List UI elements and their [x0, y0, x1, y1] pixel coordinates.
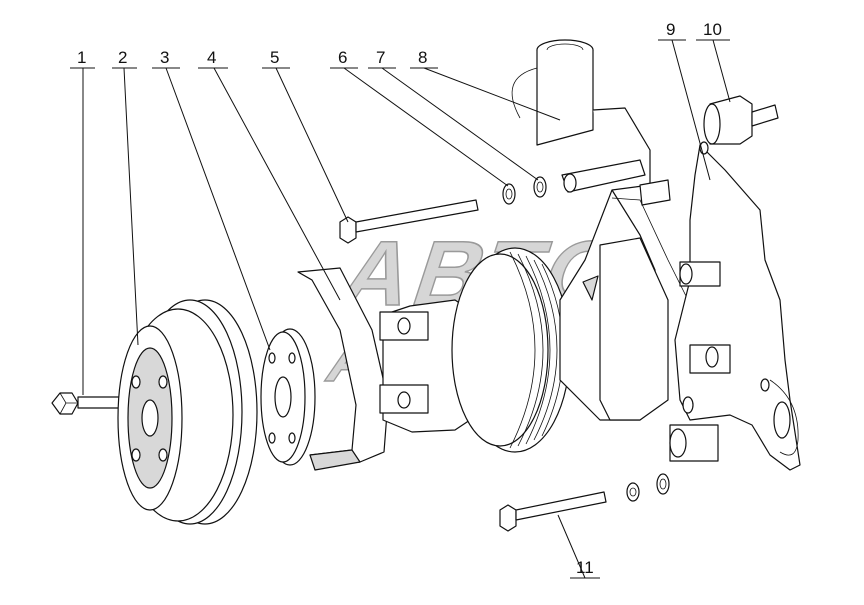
washer-lower-1 — [626, 482, 640, 502]
part-9-gasket — [669, 141, 801, 471]
part-11-bolt — [499, 491, 607, 532]
callout-5: 5 — [270, 48, 279, 67]
part-8-housing — [511, 39, 689, 421]
washer-lower-2 — [656, 473, 670, 495]
part-4-shroud — [297, 267, 389, 471]
part-10-fitting — [703, 95, 779, 145]
pump-pulley — [379, 247, 571, 453]
part-7-washer — [533, 176, 547, 198]
leader-lines — [70, 39, 731, 579]
callout-4: 4 — [207, 48, 216, 67]
callout-9: 9 — [666, 20, 675, 39]
callout-3: 3 — [160, 48, 169, 67]
part-5-bolt — [339, 199, 479, 244]
callout-1: 1 — [77, 48, 86, 67]
callout-8: 8 — [418, 48, 427, 67]
callout-11: 11 — [576, 558, 594, 577]
callout-6: 6 — [338, 48, 347, 67]
callout-2: 2 — [118, 48, 127, 67]
part-2-pulley — [117, 299, 258, 525]
part-1-bolt — [51, 392, 123, 415]
callout-7: 7 — [376, 48, 385, 67]
part-3-hub — [260, 328, 316, 466]
part-6-washer — [502, 183, 516, 205]
callout-10: 10 — [703, 20, 722, 39]
